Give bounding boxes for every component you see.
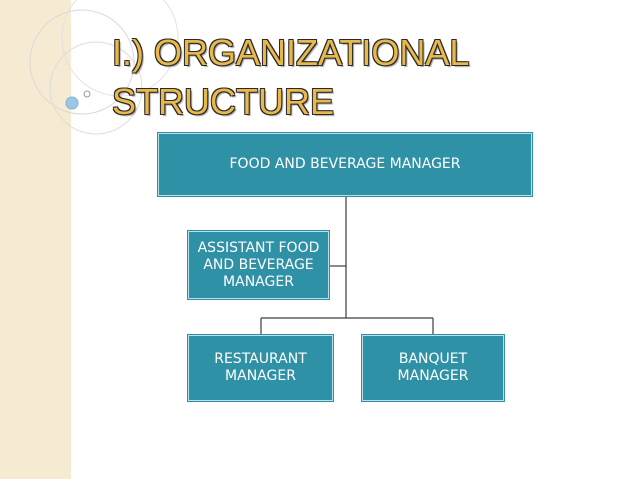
box-assistant-manager: ASSISTANT FOOD AND BEVERAGE MANAGER (188, 231, 329, 299)
deco-ring-3 (49, 41, 143, 135)
box-label-top: FOOD AND BEVERAGE MANAGER (229, 156, 461, 172)
deco-ring-2 (61, 0, 179, 97)
deco-bullet-large (65, 96, 79, 110)
box-label-restaurant: RESTAURANT MANAGER (214, 351, 307, 384)
title-line-2: STRUCTURE (112, 81, 334, 122)
box-label-assistant: ASSISTANT FOOD AND BEVERAGE MANAGER (197, 239, 320, 290)
slide-title: I.) ORGANIZATIONAL STRUCTURE (112, 28, 469, 126)
box-banquet-manager: BANQUET MANAGER (362, 335, 504, 401)
side-band (0, 0, 71, 479)
deco-bullet-small (83, 90, 91, 98)
title-line-1: I.) ORGANIZATIONAL (112, 32, 470, 73)
box-label-banquet: BANQUET MANAGER (397, 351, 469, 384)
box-restaurant-manager: RESTAURANT MANAGER (188, 335, 333, 401)
box-food-beverage-manager: FOOD AND BEVERAGE MANAGER (158, 133, 532, 196)
